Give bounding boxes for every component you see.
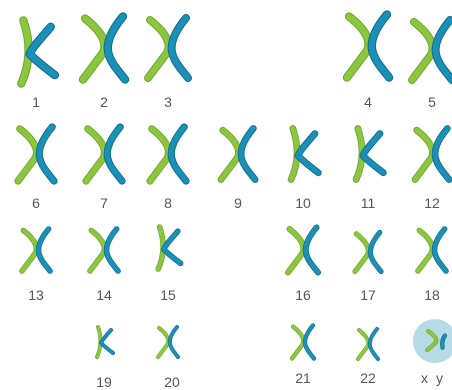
chromosome-label-10: 10 (295, 195, 311, 211)
chromosome-label-13: 13 (28, 287, 44, 303)
chromosome-label-19: 19 (96, 374, 112, 390)
chromosome-label-2: 2 (100, 94, 108, 110)
chromosome-3 (148, 18, 188, 78)
chromosome-label-6: 6 (32, 195, 40, 211)
chromosome-9 (221, 129, 255, 180)
chromosome-label-18: 18 (424, 287, 440, 303)
chromosome-1 (21, 21, 55, 84)
chromosome-18 (418, 229, 446, 271)
chromosome-15 (158, 227, 180, 269)
chromosome-label-11: 11 (361, 195, 376, 211)
chromosome-10 (291, 129, 318, 180)
chromosome-label-3: 3 (164, 94, 172, 110)
chromosome-6 (18, 127, 54, 181)
chromosome-21 (292, 326, 314, 359)
chromosome-label-8: 8 (164, 195, 172, 211)
chromosome-label-1: 1 (32, 94, 40, 110)
chromosome-label-4: 4 (364, 94, 372, 110)
chromosome-label-xy: x y (421, 370, 445, 386)
sex-chromosome-highlight (413, 319, 452, 363)
chromosome-label-7: 7 (100, 195, 108, 211)
chromosome-11 (356, 129, 383, 180)
chromosome-label-20: 20 (164, 374, 180, 390)
chromosome-12 (415, 129, 449, 180)
chromosome-4 (347, 15, 389, 78)
chromosome-label-14: 14 (96, 287, 112, 303)
chromosome-label-15: 15 (160, 287, 176, 303)
chromosome-2 (83, 17, 125, 80)
chromosome-label-9: 9 (234, 195, 242, 211)
chromosome-label-22: 22 (360, 370, 376, 386)
chromosome-20 (158, 327, 178, 357)
chromosome-label-5: 5 (428, 94, 436, 110)
chromosome-13 (22, 229, 50, 271)
chromosome-label-17: 17 (360, 287, 376, 303)
chromosome-14 (90, 229, 118, 271)
chromosome-17 (355, 233, 381, 272)
chromosome-label-16: 16 (295, 287, 311, 303)
chromosome-16 (288, 228, 318, 273)
chromosome-5 (412, 20, 452, 80)
chromosome-8 (150, 127, 186, 181)
chromosome-22 (358, 329, 378, 359)
chromosome-xy (413, 319, 452, 363)
chromosome-label-21: 21 (295, 370, 311, 386)
chromosome-19 (97, 327, 113, 357)
chromosome-7 (86, 127, 122, 181)
chromosome-label-12: 12 (424, 195, 440, 211)
